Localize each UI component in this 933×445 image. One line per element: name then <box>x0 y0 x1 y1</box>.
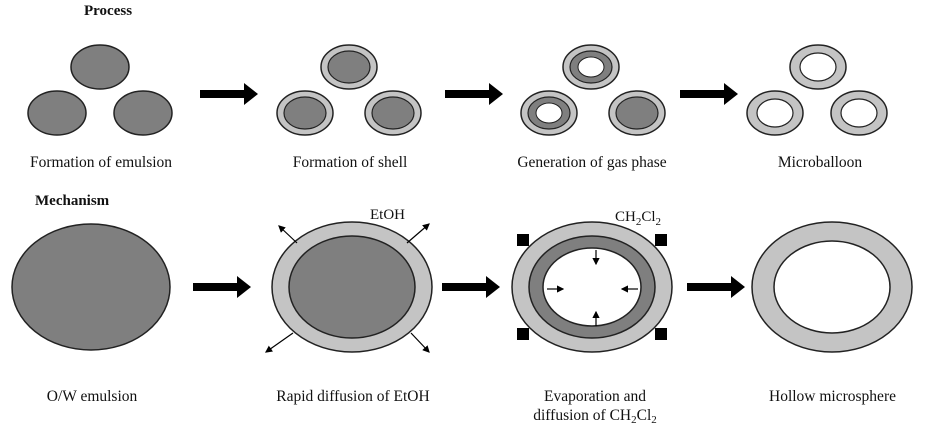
mechanism-arrow-2 <box>442 276 500 298</box>
caption-formation-of-emulsion: Formation of emulsion <box>29 154 173 171</box>
diffusion-arrow-sw <box>265 332 294 353</box>
corner-mark-tl <box>517 234 529 246</box>
ch2cl2-label-ch: CH <box>615 209 636 225</box>
mechanism-heading: Mechanism <box>35 193 110 209</box>
corner-mark-br <box>655 328 667 340</box>
ow-emulsion-droplet <box>11 223 171 351</box>
caption-generation-of-gas-phase: Generation of gas phase <box>517 154 667 171</box>
caption-formation-of-shell: Formation of shell <box>292 154 408 171</box>
caption-evaporation-sub1: 2 <box>631 414 637 426</box>
hollow-microsphere-group <box>751 221 913 353</box>
gas-phase-droplets-group <box>520 44 666 136</box>
ch2cl2-evaporation-group: CH2Cl2 <box>511 209 673 353</box>
emulsion-droplet-top <box>70 44 130 90</box>
diffusion-arrow-nw <box>278 225 298 244</box>
microballoon-top-hollow <box>799 52 837 82</box>
caption-rapid-diffusion-etoh: Rapid diffusion of EtOH <box>276 388 430 405</box>
ch2cl2-label: CH2Cl2 <box>615 209 661 228</box>
hollow-microsphere-cavity <box>773 240 891 334</box>
corner-mark-tr <box>655 234 667 246</box>
caption-microballoon: Microballoon <box>777 154 863 171</box>
microballoon-group <box>746 44 888 136</box>
shell-droplet-top-core <box>327 50 371 84</box>
caption-evaporation-line1: Evaporation and <box>543 388 646 405</box>
caption-evaporation-line2: diffusion of CH2Cl2 <box>505 406 685 426</box>
process-arrow-2 <box>445 83 503 105</box>
shell-droplets-group <box>276 44 422 136</box>
caption-evaporation-sub2: 2 <box>651 414 657 426</box>
mechanism-arrows <box>193 276 745 298</box>
shell-droplet-right-core <box>371 96 415 130</box>
corner-mark-bl <box>517 328 529 340</box>
process-arrows <box>200 83 738 105</box>
etoh-label: EtOH <box>370 207 405 223</box>
etoh-droplet-core <box>288 235 416 339</box>
emulsion-droplets-group <box>27 44 173 136</box>
gas-droplet-right-core <box>615 96 659 130</box>
caption-evaporation-diffusion: Evaporation and diffusion of CH2Cl2 <box>505 387 685 426</box>
process-heading: Process <box>84 3 133 19</box>
ch2cl2-label-sub2: 2 <box>656 216 662 228</box>
caption-evaporation-cl: Cl <box>636 407 652 424</box>
microballoon-left-hollow <box>756 98 794 128</box>
mechanism-arrow-1 <box>193 276 251 298</box>
etoh-diffusion-group: EtOH <box>265 207 433 353</box>
diffusion-arrow-se <box>410 332 430 353</box>
ch2cl2-label-cl: Cl <box>641 209 655 225</box>
evap-droplet-cavity <box>542 247 642 327</box>
diffusion-arrow-ne <box>406 223 430 244</box>
ch2cl2-label-sub1: 2 <box>636 216 642 228</box>
process-arrow-1 <box>200 83 258 105</box>
process-arrow-3 <box>680 83 738 105</box>
mechanism-arrow-3 <box>687 276 745 298</box>
caption-hollow-microsphere: Hollow microsphere <box>769 388 896 405</box>
emulsion-droplet-right <box>113 90 173 136</box>
caption-ow-emulsion: O/W emulsion <box>46 388 138 405</box>
caption-evaporation-line2-prefix: diffusion of CH <box>533 407 632 424</box>
microballoon-right-hollow <box>840 98 878 128</box>
emulsion-droplet-left <box>27 90 87 136</box>
gas-droplet-top-gas <box>577 56 605 78</box>
shell-droplet-left-core <box>283 96 327 130</box>
gas-droplet-left-gas <box>535 102 563 124</box>
